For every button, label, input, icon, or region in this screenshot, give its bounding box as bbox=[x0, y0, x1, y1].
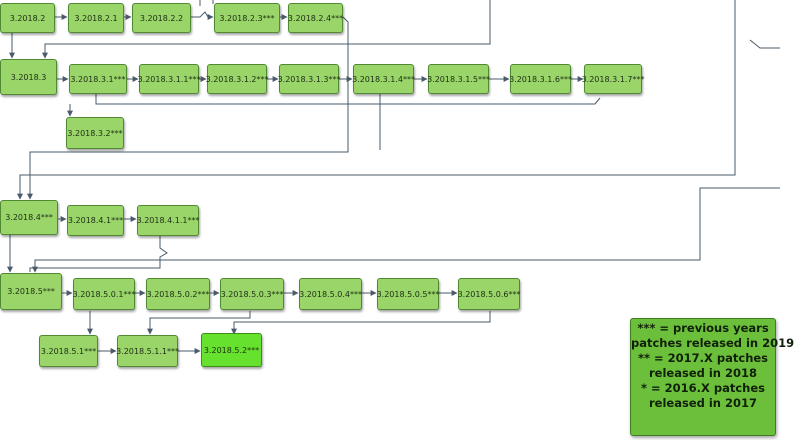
node-3-2018-5-0-3: 3.2018.5.0.3*** bbox=[220, 278, 284, 310]
edge bbox=[42, 0, 491, 59]
node-3-2018-4-1: 3.2018.4.1*** bbox=[67, 205, 124, 236]
node-3-2018-5-0-6: 3.2018.5.0.6*** bbox=[458, 278, 520, 310]
legend-line: released in 2018 bbox=[649, 366, 757, 380]
legend-line: ** = 2017.X patches bbox=[637, 351, 769, 365]
node-3-2018-3-1-1: 3.2018.3.1.1*** bbox=[138, 64, 200, 94]
node-3-2018-3-1-3: 3.2018.3.1.3*** bbox=[278, 64, 340, 94]
legend-line: released in 2017 bbox=[649, 396, 757, 410]
node-3-2018-2-3: 3.2018.2.3*** bbox=[214, 3, 280, 33]
node-3-2018-3-1-4: 3.2018.3.1.4*** bbox=[352, 64, 415, 94]
legend-line: *** = previous years bbox=[637, 321, 769, 335]
node-3-2018-4: 3.2018.4*** bbox=[0, 200, 58, 235]
node-3-2018-3-1: 3.2018.3.1*** bbox=[69, 64, 127, 94]
legend-box: *** = previous years patches released in… bbox=[630, 318, 794, 436]
node-3-2018-5-1: 3.2018.5.1*** bbox=[39, 335, 98, 367]
node-3-2018-5-2-latest: 3.2018.5.2*** bbox=[201, 333, 262, 367]
node-3-2018-3-2: 3.2018.3.2*** bbox=[66, 117, 124, 149]
edge bbox=[32, 187, 780, 273]
node-3-2018-3-1-6: 3.2018.3.1.6*** bbox=[509, 64, 572, 94]
node-3-2018-3: 3.2018.3 bbox=[0, 59, 57, 95]
node-3-2018-3-1-7: 3.2018.3.1.7*** bbox=[582, 64, 644, 94]
node-3-2018-5: 3.2018.5*** bbox=[0, 273, 62, 310]
edge bbox=[749, 39, 780, 49]
edge bbox=[29, 236, 168, 272]
node-3-2018-2-1: 3.2018.2.1 bbox=[68, 3, 124, 33]
node-3-2018-4-1-1: 3.2018.4.1.1*** bbox=[137, 205, 199, 236]
node-3-2018-2: 3.2018.2 bbox=[0, 3, 55, 33]
edge bbox=[17, 0, 736, 200]
legend-line: patches released in 2019 bbox=[631, 336, 794, 350]
node-3-2018-2-4: 3.2018.2.4*** bbox=[288, 3, 343, 33]
edge bbox=[191, 11, 214, 20]
node-3-2018-5-0-4: 3.2018.5.0.4*** bbox=[299, 278, 362, 310]
node-3-2018-3-1-5: 3.2018.3.1.5*** bbox=[427, 64, 490, 94]
legend-line: * = 2016.X patches bbox=[640, 381, 766, 395]
edge bbox=[27, 16, 349, 200]
edge bbox=[231, 311, 491, 335]
node-3-2018-5-0-5: 3.2018.5.0.5*** bbox=[377, 278, 439, 310]
node-3-2018-5-0-1: 3.2018.5.0.1*** bbox=[73, 278, 135, 310]
edge bbox=[95, 94, 601, 105]
edge bbox=[147, 311, 251, 335]
node-3-2018-3-1-2: 3.2018.3.1.2*** bbox=[206, 64, 268, 94]
node-3-2018-5-0-2: 3.2018.5.0.2*** bbox=[146, 278, 210, 310]
node-3-2018-5-1-1: 3.2018.5.1.1*** bbox=[116, 335, 179, 367]
node-3-2018-2-2: 3.2018.2.2 bbox=[132, 3, 191, 33]
